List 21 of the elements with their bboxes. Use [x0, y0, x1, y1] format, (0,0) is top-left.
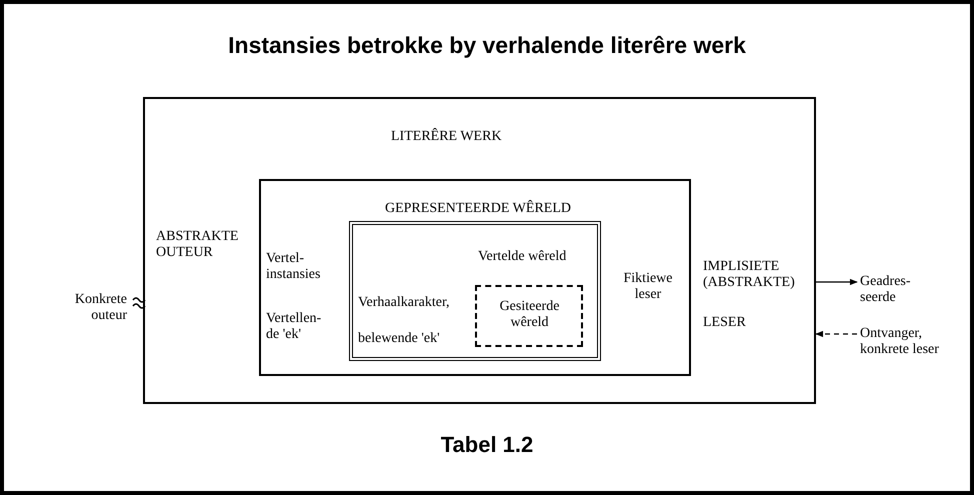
box-text: Vertellen- de 'ek'	[266, 311, 322, 343]
node-text: Ontvanger, konkrete leser	[860, 326, 940, 358]
diagram-title: Instansies betrokke by verhalende literêre werk	[227, 32, 747, 59]
inner-box	[259, 179, 691, 376]
diagram-caption: Tabel 1.2	[440, 432, 534, 458]
box-text: ABSTRAKTE OUTEUR	[156, 229, 240, 261]
box-text: Vertel- instansies	[266, 251, 322, 283]
arrow	[816, 278, 858, 286]
box-text: Gesiteerde wêreld	[498, 299, 560, 331]
outer-frame-box	[143, 97, 816, 404]
box-text: IMPLISIETE (ABSTRAKTE)	[703, 259, 796, 291]
box-heading: LITERÊRE WERK	[391, 129, 503, 145]
box-text: Verhaalkarakter, belewende 'ek'	[358, 294, 451, 348]
dashed-box	[475, 285, 583, 347]
node-text: Geadres- seerde	[860, 274, 912, 306]
box-text: Fiktiewe leser	[622, 271, 674, 303]
box-text: LESER	[703, 315, 747, 331]
box-heading: GEPRESENTEERDE WÊRELD	[384, 201, 572, 217]
side-label: Konkrete outeur	[74, 292, 127, 324]
box-text: Vertelde wêreld	[478, 249, 568, 265]
arrow	[815, 330, 857, 338]
